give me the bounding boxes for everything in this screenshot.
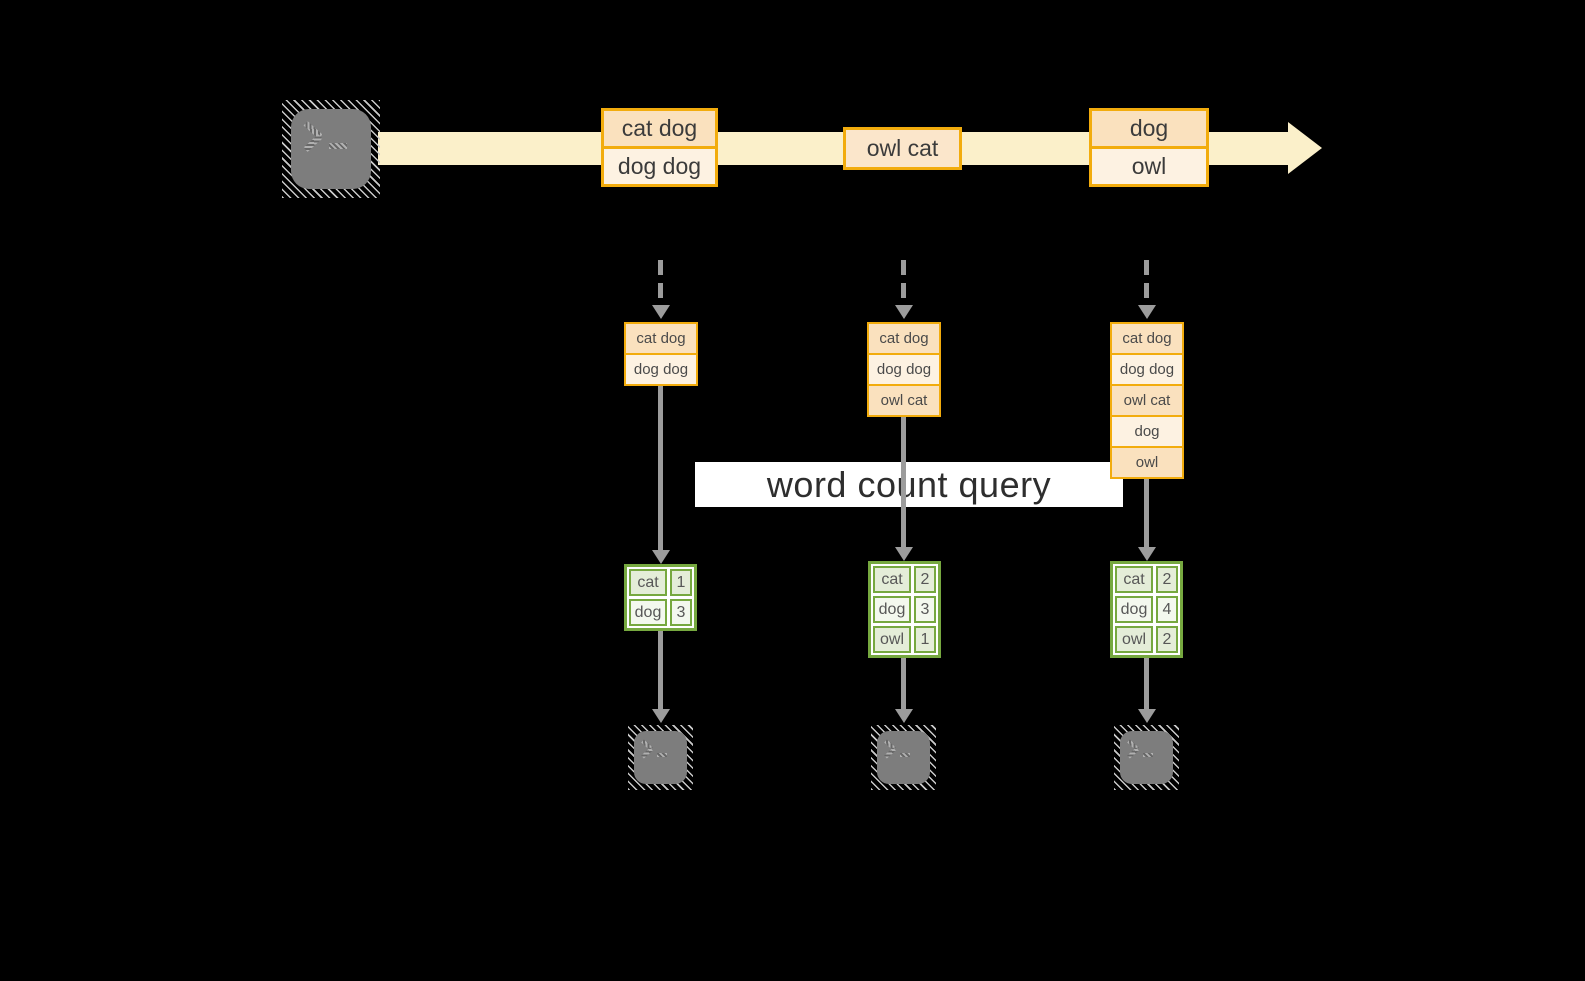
ingest-arrow-dashed: [658, 260, 663, 306]
buffered-events-box: cat dog dog dog: [624, 322, 698, 386]
buffered-event-line: dog dog: [869, 353, 939, 384]
word-cell: owl: [1115, 626, 1153, 653]
prompt-chevron-icon: [1127, 747, 1139, 759]
count-cell: 4: [1156, 596, 1178, 623]
stream-event-line: dog dog: [604, 146, 715, 184]
word-count-row: cat 1: [629, 569, 692, 596]
stream-arrowhead-icon: [1288, 122, 1322, 174]
prompt-underscore-icon: [1143, 753, 1153, 757]
prompt-underscore-icon: [329, 143, 347, 149]
word-count-table: cat 2 dog 4 owl 2: [1110, 561, 1183, 658]
word-count-table: cat 1 dog 3: [624, 564, 697, 631]
count-cell: 2: [1156, 626, 1178, 653]
stream-event-box: dog owl: [1089, 108, 1209, 187]
terminal-screen: [634, 731, 687, 784]
count-cell: 2: [1156, 566, 1178, 593]
arrowhead-icon: [895, 547, 913, 561]
buffered-events-box: cat dog dog dog owl cat dog owl: [1110, 322, 1184, 479]
word-count-row: cat 2: [1115, 566, 1178, 593]
flow-arrow: [658, 631, 663, 709]
prompt-chevron-icon: [303, 134, 323, 152]
count-cell: 3: [914, 596, 936, 623]
arrowhead-icon: [895, 709, 913, 723]
word-count-row: owl 2: [1115, 626, 1178, 653]
word-cell: dog: [1115, 596, 1153, 623]
terminal-screen: [291, 109, 371, 189]
stream-event-line: owl cat: [846, 130, 959, 167]
buffered-event-line: cat dog: [869, 324, 939, 353]
flow-arrow: [1144, 479, 1149, 547]
count-cell: 3: [670, 599, 692, 626]
prompt-underscore-icon: [657, 753, 667, 757]
count-cell: 1: [914, 626, 936, 653]
stream-event-line: cat dog: [604, 111, 715, 146]
buffered-event-line: dog dog: [626, 353, 696, 384]
arrowhead-icon: [652, 709, 670, 723]
flow-arrow: [901, 658, 906, 709]
terminal-icon: [871, 725, 936, 790]
word-count-table: cat 2 dog 3 owl 1: [868, 561, 941, 658]
buffered-event-line: owl cat: [869, 384, 939, 415]
buffered-event-line: dog dog: [1112, 353, 1182, 384]
word-cell: cat: [629, 569, 667, 596]
terminal-screen: [1120, 731, 1173, 784]
count-cell: 2: [914, 566, 936, 593]
word-count-row: owl 1: [873, 626, 936, 653]
query-banner-label: word count query: [766, 463, 1052, 505]
count-cell: 1: [670, 569, 692, 596]
buffered-events-box: cat dog dog dog owl cat: [867, 322, 941, 417]
word-cell: dog: [629, 599, 667, 626]
stream-event-line: owl: [1092, 146, 1206, 184]
ingest-arrow-dashed: [1144, 260, 1149, 306]
prompt-chevron-icon: [884, 747, 896, 759]
buffered-event-line: owl: [1112, 446, 1182, 477]
terminal-icon: [282, 100, 380, 198]
flow-arrow: [901, 417, 906, 547]
arrowhead-icon: [895, 305, 913, 319]
terminal-icon: [628, 725, 693, 790]
buffered-event-line: dog: [1112, 415, 1182, 446]
stream-event-line: dog: [1092, 111, 1206, 146]
arrowhead-icon: [1138, 547, 1156, 561]
word-cell: dog: [873, 596, 911, 623]
stream-event-box: owl cat: [843, 127, 962, 170]
word-count-row: cat 2: [873, 566, 936, 593]
terminal-icon: [1114, 725, 1179, 790]
arrowhead-icon: [1138, 305, 1156, 319]
ingest-arrow-dashed: [901, 260, 906, 306]
word-cell: cat: [1115, 566, 1153, 593]
buffered-event-line: cat dog: [626, 324, 696, 353]
word-count-row: dog 4: [1115, 596, 1178, 623]
stream-event-box: cat dog dog dog: [601, 108, 718, 187]
prompt-chevron-icon: [641, 747, 653, 759]
flow-arrow: [1144, 658, 1149, 709]
buffered-event-line: owl cat: [1112, 384, 1182, 415]
word-cell: cat: [873, 566, 911, 593]
arrowhead-icon: [652, 550, 670, 564]
prompt-underscore-icon: [900, 753, 910, 757]
arrowhead-icon: [1138, 709, 1156, 723]
terminal-screen: [877, 731, 930, 784]
word-cell: owl: [873, 626, 911, 653]
arrowhead-icon: [652, 305, 670, 319]
word-count-row: dog 3: [873, 596, 936, 623]
word-count-row: dog 3: [629, 599, 692, 626]
flow-arrow: [658, 386, 663, 550]
buffered-event-line: cat dog: [1112, 324, 1182, 353]
query-banner: word count query: [695, 462, 1123, 507]
